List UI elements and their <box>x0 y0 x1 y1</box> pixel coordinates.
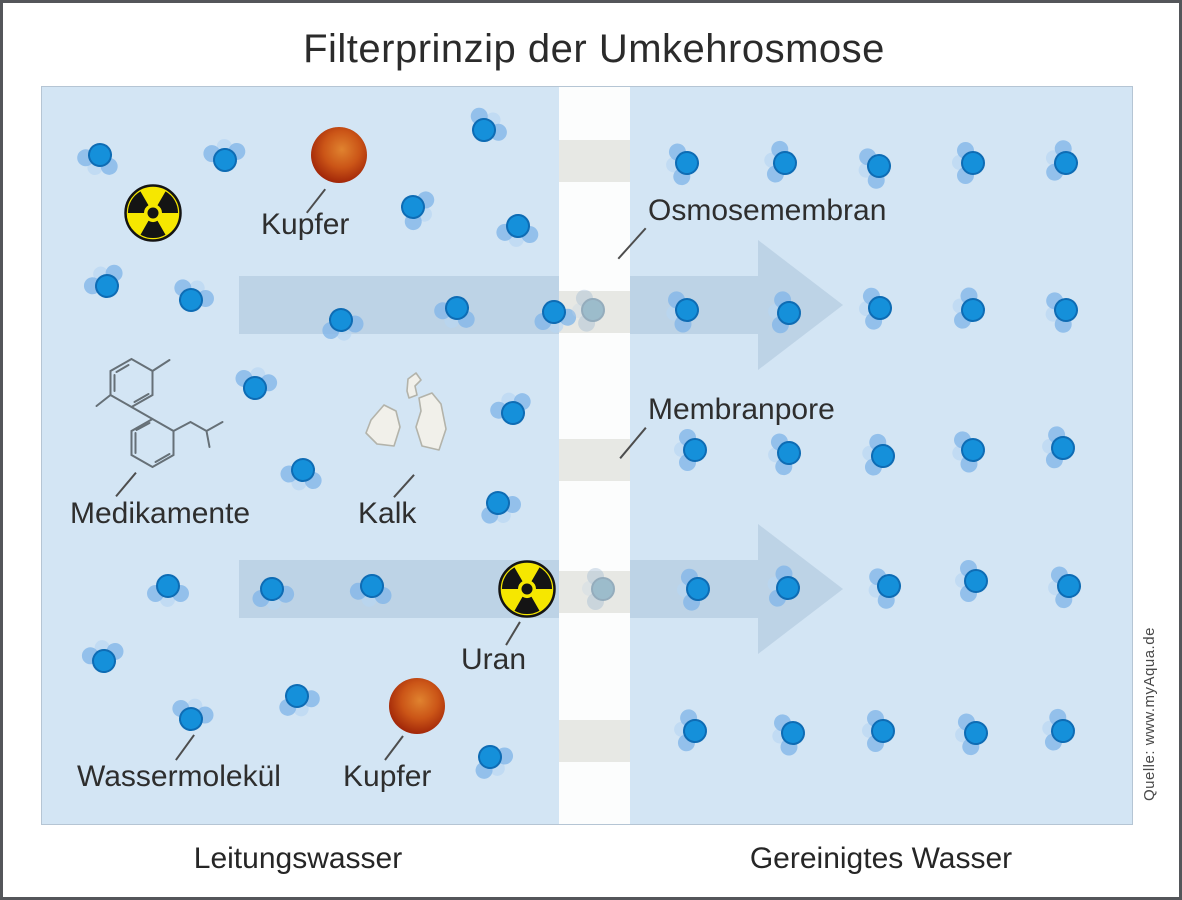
oxygen-atom <box>591 577 615 601</box>
label-osmosis-membrane: Osmosemembran <box>648 194 887 227</box>
uranium-radiation-symbol-icon <box>497 559 557 619</box>
label-copper-top: Kupfer <box>261 208 350 241</box>
oxygen-atom <box>871 719 895 743</box>
medication-molecule-structure <box>75 349 243 471</box>
label-limescale: Kalk <box>358 497 417 530</box>
membrane-pore <box>559 720 630 762</box>
limescale-structure <box>353 371 457 467</box>
oxygen-atom <box>683 438 707 462</box>
copper-particle <box>389 678 445 734</box>
membrane-pore <box>559 439 630 481</box>
radiation-symbol-icon <box>123 183 183 243</box>
oxygen-atom <box>964 569 988 593</box>
label-water-molecule: Wassermolekül <box>77 760 281 793</box>
oxygen-atom <box>961 151 985 175</box>
zone-label-purified-water: Gereinigtes Wasser <box>749 842 1013 875</box>
page-title: Filterprinzip der Umkehrosmose <box>303 27 885 71</box>
label-membrane-pore: Membranpore <box>648 393 835 426</box>
label-uranium: Uran <box>461 643 527 676</box>
copper-particle <box>311 127 367 183</box>
label-medication: Medikamente <box>70 497 251 530</box>
source-credit: Quelle: www.myAqua.de <box>1141 627 1158 801</box>
membrane-pore <box>559 140 630 182</box>
label-copper-bottom: Kupfer <box>343 760 432 793</box>
oxygen-atom <box>156 574 180 598</box>
zone-label-tap-water: Leitungswasser <box>193 842 403 875</box>
